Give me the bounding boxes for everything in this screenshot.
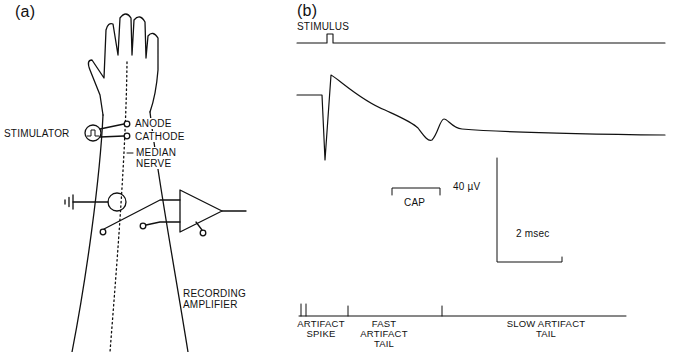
cathode-electrode <box>124 133 130 139</box>
scale-bar <box>497 158 562 262</box>
forearm-outline <box>72 115 103 352</box>
hand-outline <box>88 14 158 115</box>
electrode-label: CATHODE <box>134 131 186 142</box>
segment-label: SLOW ARTIFACT TAIL <box>500 319 592 339</box>
panel-letter: (a) <box>14 3 36 21</box>
cap-bracket <box>392 188 440 195</box>
stimulator-wire <box>100 124 124 129</box>
ground-wire <box>73 201 108 202</box>
trace-label: STIMULUS <box>296 21 350 32</box>
scale-label: 40 µV <box>452 181 481 192</box>
amplifier-symbol <box>180 190 222 232</box>
amplifier-label: RECORDING AMPLIFIER <box>182 288 248 310</box>
recording-wire <box>146 222 180 225</box>
time-markers <box>299 304 626 316</box>
stimulator-symbol <box>85 125 101 141</box>
segment-label: FAST ARTIFACT TAIL <box>352 319 416 349</box>
amplifier-output <box>222 210 246 211</box>
recording-wire <box>104 200 180 229</box>
ground-symbol <box>65 195 73 209</box>
recorded-trace <box>297 75 665 160</box>
segment-label: ARTIFACT SPIKE <box>294 319 348 339</box>
scale-label: 2 msec <box>515 228 550 239</box>
reference-electrode <box>200 230 206 236</box>
anode-electrode <box>124 121 130 127</box>
part-label: STIMULATOR <box>3 128 71 139</box>
recording-electrode <box>100 229 106 235</box>
recording-electrode <box>140 223 146 229</box>
stimulus-trace <box>297 34 665 43</box>
stimulator-wire <box>100 136 124 137</box>
panel-letter: (b) <box>296 2 318 20</box>
leader-line <box>127 153 133 154</box>
interval-label: CAP <box>403 197 426 208</box>
nerve-label: MEDIAN NERVE <box>135 147 181 169</box>
ground-electrode <box>108 193 126 211</box>
electrode-label: ANODE <box>134 118 173 129</box>
pulse-symbol <box>87 130 99 136</box>
